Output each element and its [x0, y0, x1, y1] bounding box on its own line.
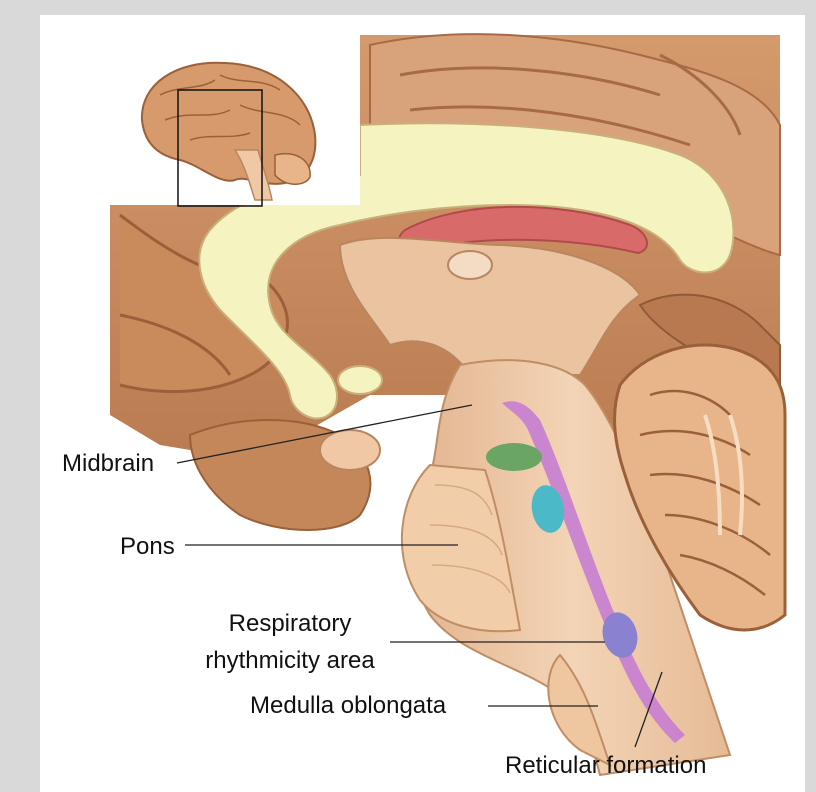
midbrain-label: Midbrain — [62, 446, 154, 482]
respiratory-label-line1: Respiratory — [180, 606, 400, 642]
medulla-label: Medulla oblongata — [250, 688, 446, 724]
reticular-label: Reticular formation — [505, 748, 706, 784]
figure-panel: Midbrain Pons Respiratory rhythmicity ar… — [40, 15, 805, 792]
pituitary — [320, 430, 380, 470]
respiratory-label-line2: rhythmicity area — [180, 643, 400, 679]
optic-chiasm — [338, 366, 382, 394]
interthalamic-adhesion — [448, 251, 492, 279]
inset-panel — [110, 35, 360, 206]
green-nucleus — [486, 443, 542, 471]
brainstem-illustration — [40, 15, 805, 792]
pons-label: Pons — [120, 529, 175, 565]
